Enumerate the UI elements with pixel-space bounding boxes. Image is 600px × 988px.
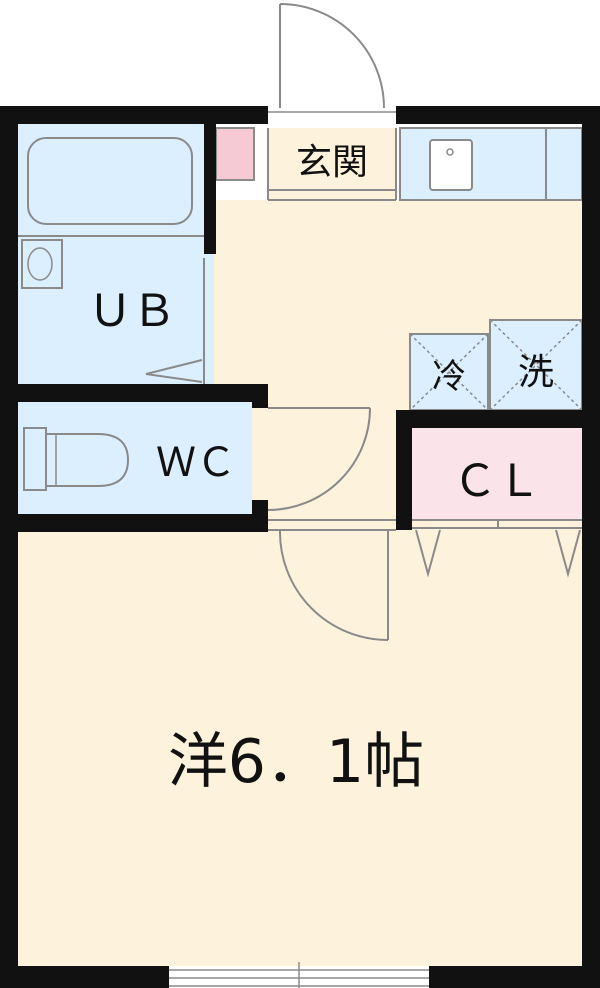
entrance-floor <box>268 124 396 200</box>
toilet-door-swing <box>267 407 371 511</box>
entrance-door-opening <box>268 108 396 128</box>
entrance-door-swing <box>279 3 385 109</box>
closet-door-right <box>555 529 581 578</box>
entrance-pink-box <box>215 127 255 181</box>
fridge-x-mark <box>409 333 489 411</box>
toilet-tank-icon <box>23 427 47 491</box>
sink-icon <box>429 139 473 191</box>
washer-label: 洗 <box>518 352 554 393</box>
kitchen-counter <box>399 127 583 201</box>
toilet-label: ＷＣ <box>156 440 236 486</box>
bath-label: ＵＢ <box>88 286 176 337</box>
toilet-bowl-icon <box>45 433 130 487</box>
walls <box>0 106 600 988</box>
closet-floor <box>412 428 582 520</box>
main-room-floor <box>18 530 582 968</box>
closet-label: ＣＬ <box>453 456 541 507</box>
basin-bowl-icon <box>27 247 53 281</box>
bath-door-mark <box>145 359 203 383</box>
main-room-label: 洋6．1帖 <box>168 727 424 797</box>
room-door-swing <box>278 529 389 641</box>
closet-door-left <box>415 529 441 578</box>
drain-icon <box>446 148 454 156</box>
washer-space <box>489 319 583 411</box>
entrance-label: 玄関 <box>296 142 368 183</box>
fridge-label: 冷 <box>432 357 466 397</box>
bathtub-icon <box>27 137 193 225</box>
